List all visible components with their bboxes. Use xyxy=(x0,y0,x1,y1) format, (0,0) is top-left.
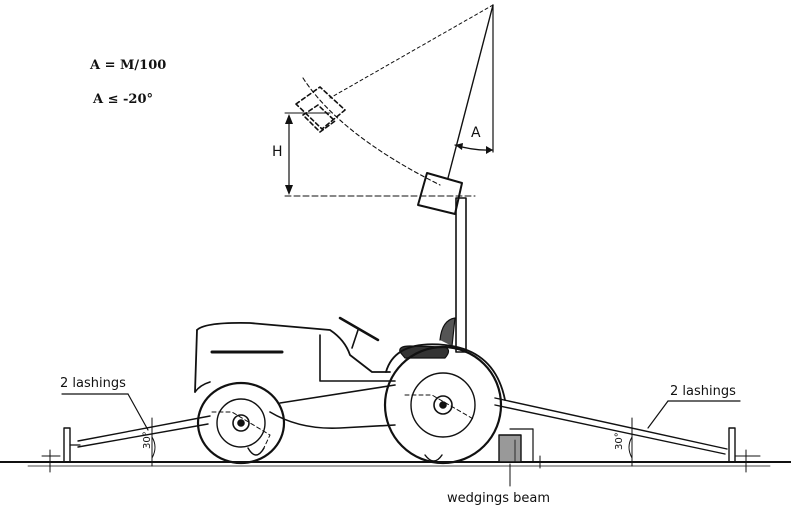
lashing-left-top xyxy=(77,415,211,442)
anchor-right xyxy=(728,427,736,463)
lashings-right-label: 2 lashings xyxy=(670,384,736,399)
steering-wheel xyxy=(338,316,380,342)
dimension-h-label: H xyxy=(272,144,283,160)
lashing-left-bottom xyxy=(77,423,209,448)
angle-right-label: 30° xyxy=(614,432,625,450)
formula-line-2: A ≤ -20° xyxy=(93,92,154,107)
lashings-left-label: 2 lashings xyxy=(60,376,126,391)
pendulum-block xyxy=(417,172,463,215)
front-wheel xyxy=(196,381,286,465)
anchor-left xyxy=(63,427,71,463)
angle-left-label: 30° xyxy=(142,431,153,449)
rear-wheel xyxy=(383,345,503,465)
pendulum-block-raised xyxy=(295,86,346,133)
pendulum-raised-line xyxy=(329,4,494,99)
rollover-frame xyxy=(455,197,467,353)
rear-fender xyxy=(385,343,506,401)
tractor-hood xyxy=(196,321,391,373)
formula-line-1: A = M/100 xyxy=(90,58,167,73)
pendulum-arm xyxy=(447,4,494,179)
lashing-right-bottom xyxy=(494,404,726,455)
lashing-right-top xyxy=(494,397,728,450)
wedgings-beam-label: wedgings beam xyxy=(447,491,551,506)
dimension-a-label: A xyxy=(471,125,481,141)
wedging-beam xyxy=(498,434,522,463)
swing-arc xyxy=(302,77,441,186)
seat-back xyxy=(439,317,456,347)
engine-panel xyxy=(319,334,396,382)
